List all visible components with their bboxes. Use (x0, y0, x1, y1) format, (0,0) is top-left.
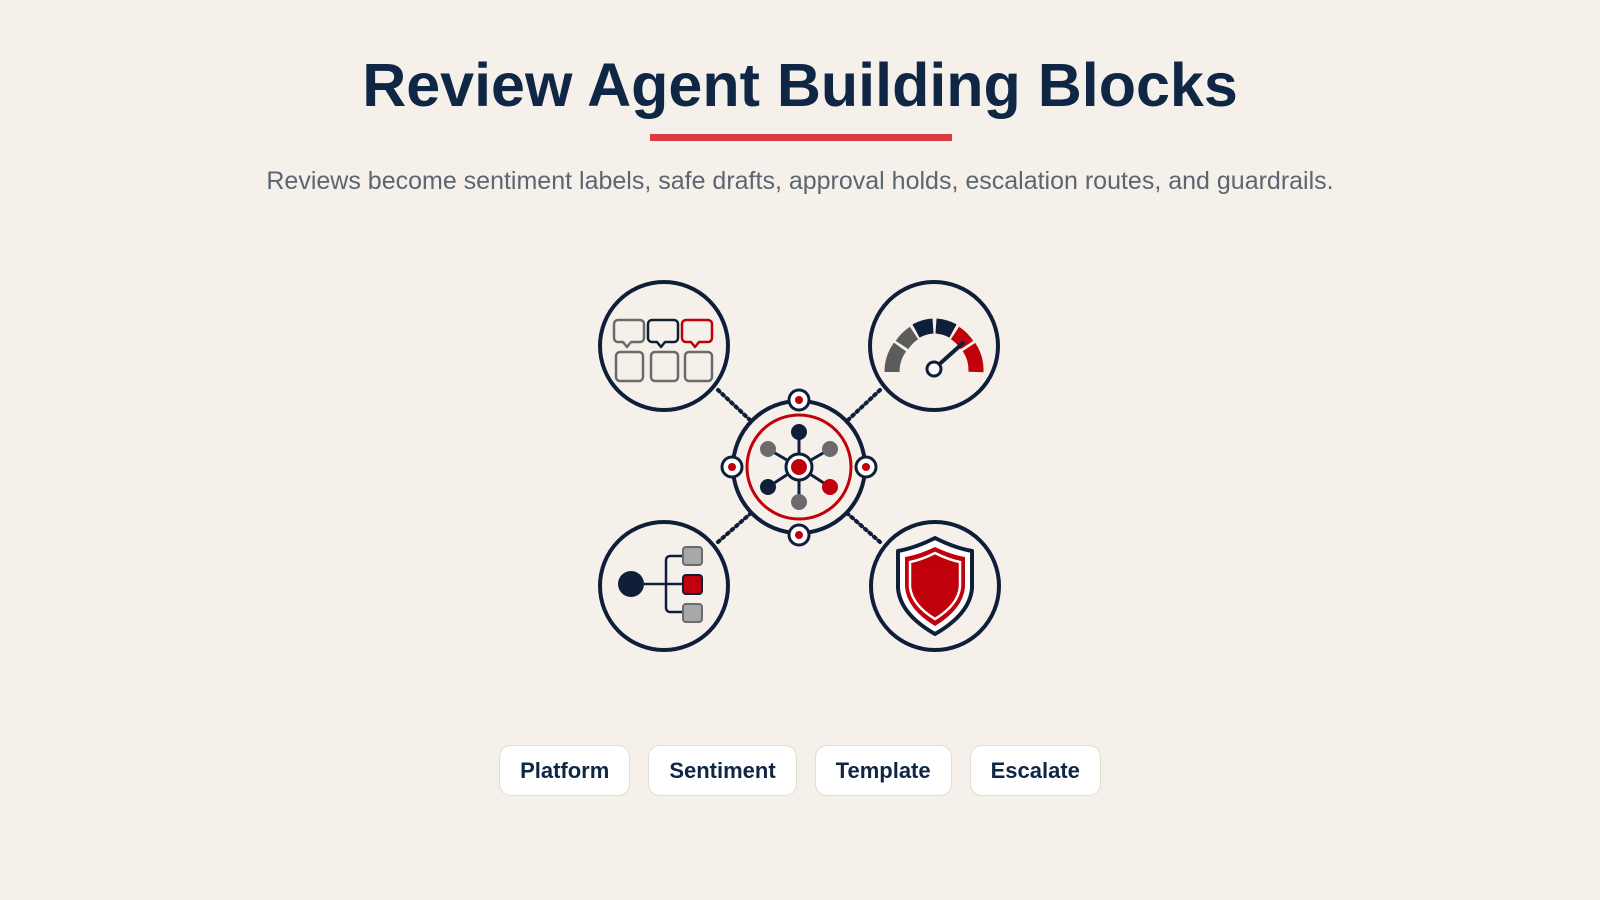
review-grid-icon (598, 280, 730, 412)
chip-sentiment[interactable]: Sentiment (648, 745, 797, 796)
connector-lines (716, 388, 882, 544)
hub-ports (720, 388, 878, 547)
page-title: Review Agent Building Blocks (362, 51, 1238, 119)
chip-escalate[interactable]: Escalate (969, 745, 1101, 796)
network-hub-icon (720, 388, 878, 547)
routing-tree-icon (598, 520, 730, 652)
page-subtitle: Reviews become sentiment labels, safe dr… (266, 167, 1334, 195)
shield-icon (869, 520, 1001, 652)
gauge-meter-icon (868, 280, 1000, 412)
chip-platform[interactable]: Platform (499, 745, 631, 796)
chip-template[interactable]: Template (814, 745, 952, 796)
chip-row: Platform Sentiment Template Escalate (0, 745, 1600, 796)
title-underline (650, 134, 952, 141)
